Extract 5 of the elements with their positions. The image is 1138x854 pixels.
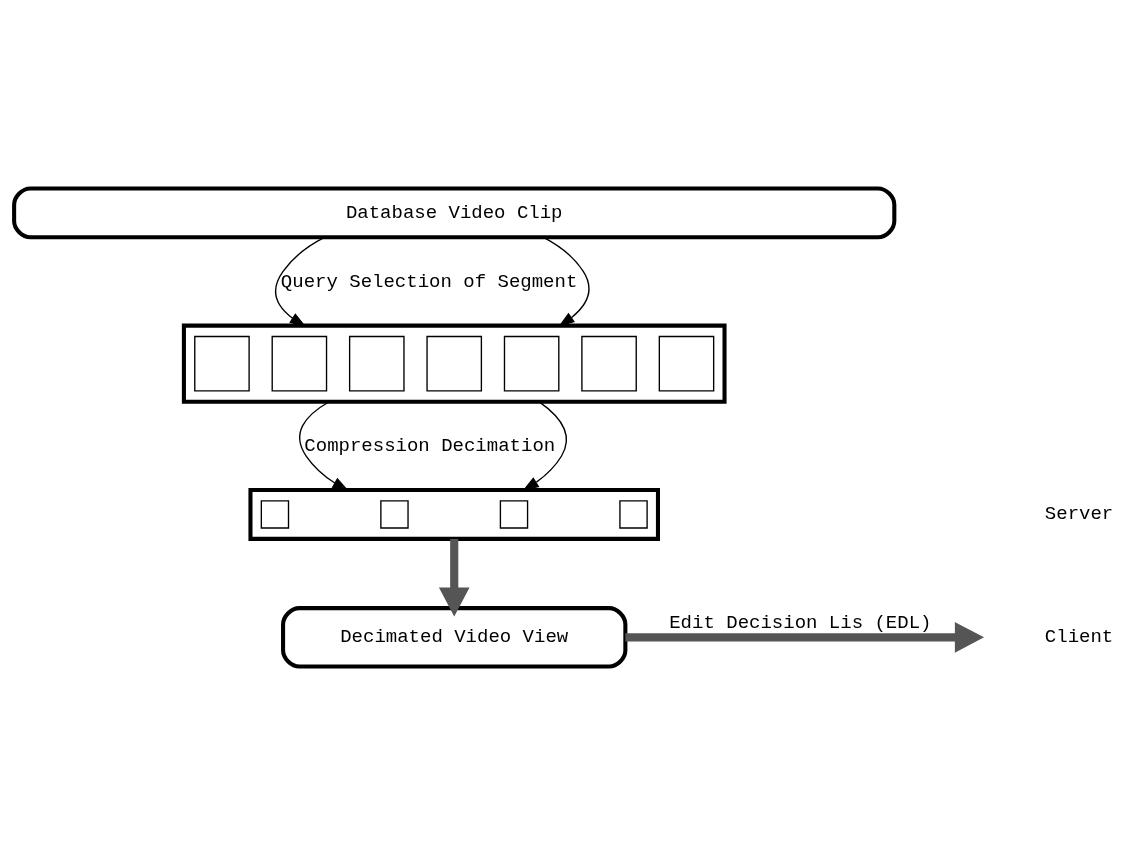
edge-label: Compression Decimation (304, 434, 556, 457)
label: Client (1044, 625, 1114, 648)
edge-label: Edit Decision Lis (EDL) (669, 611, 932, 634)
edge-label: Query Selection of Segment (280, 270, 578, 293)
label: Server (1044, 502, 1114, 525)
